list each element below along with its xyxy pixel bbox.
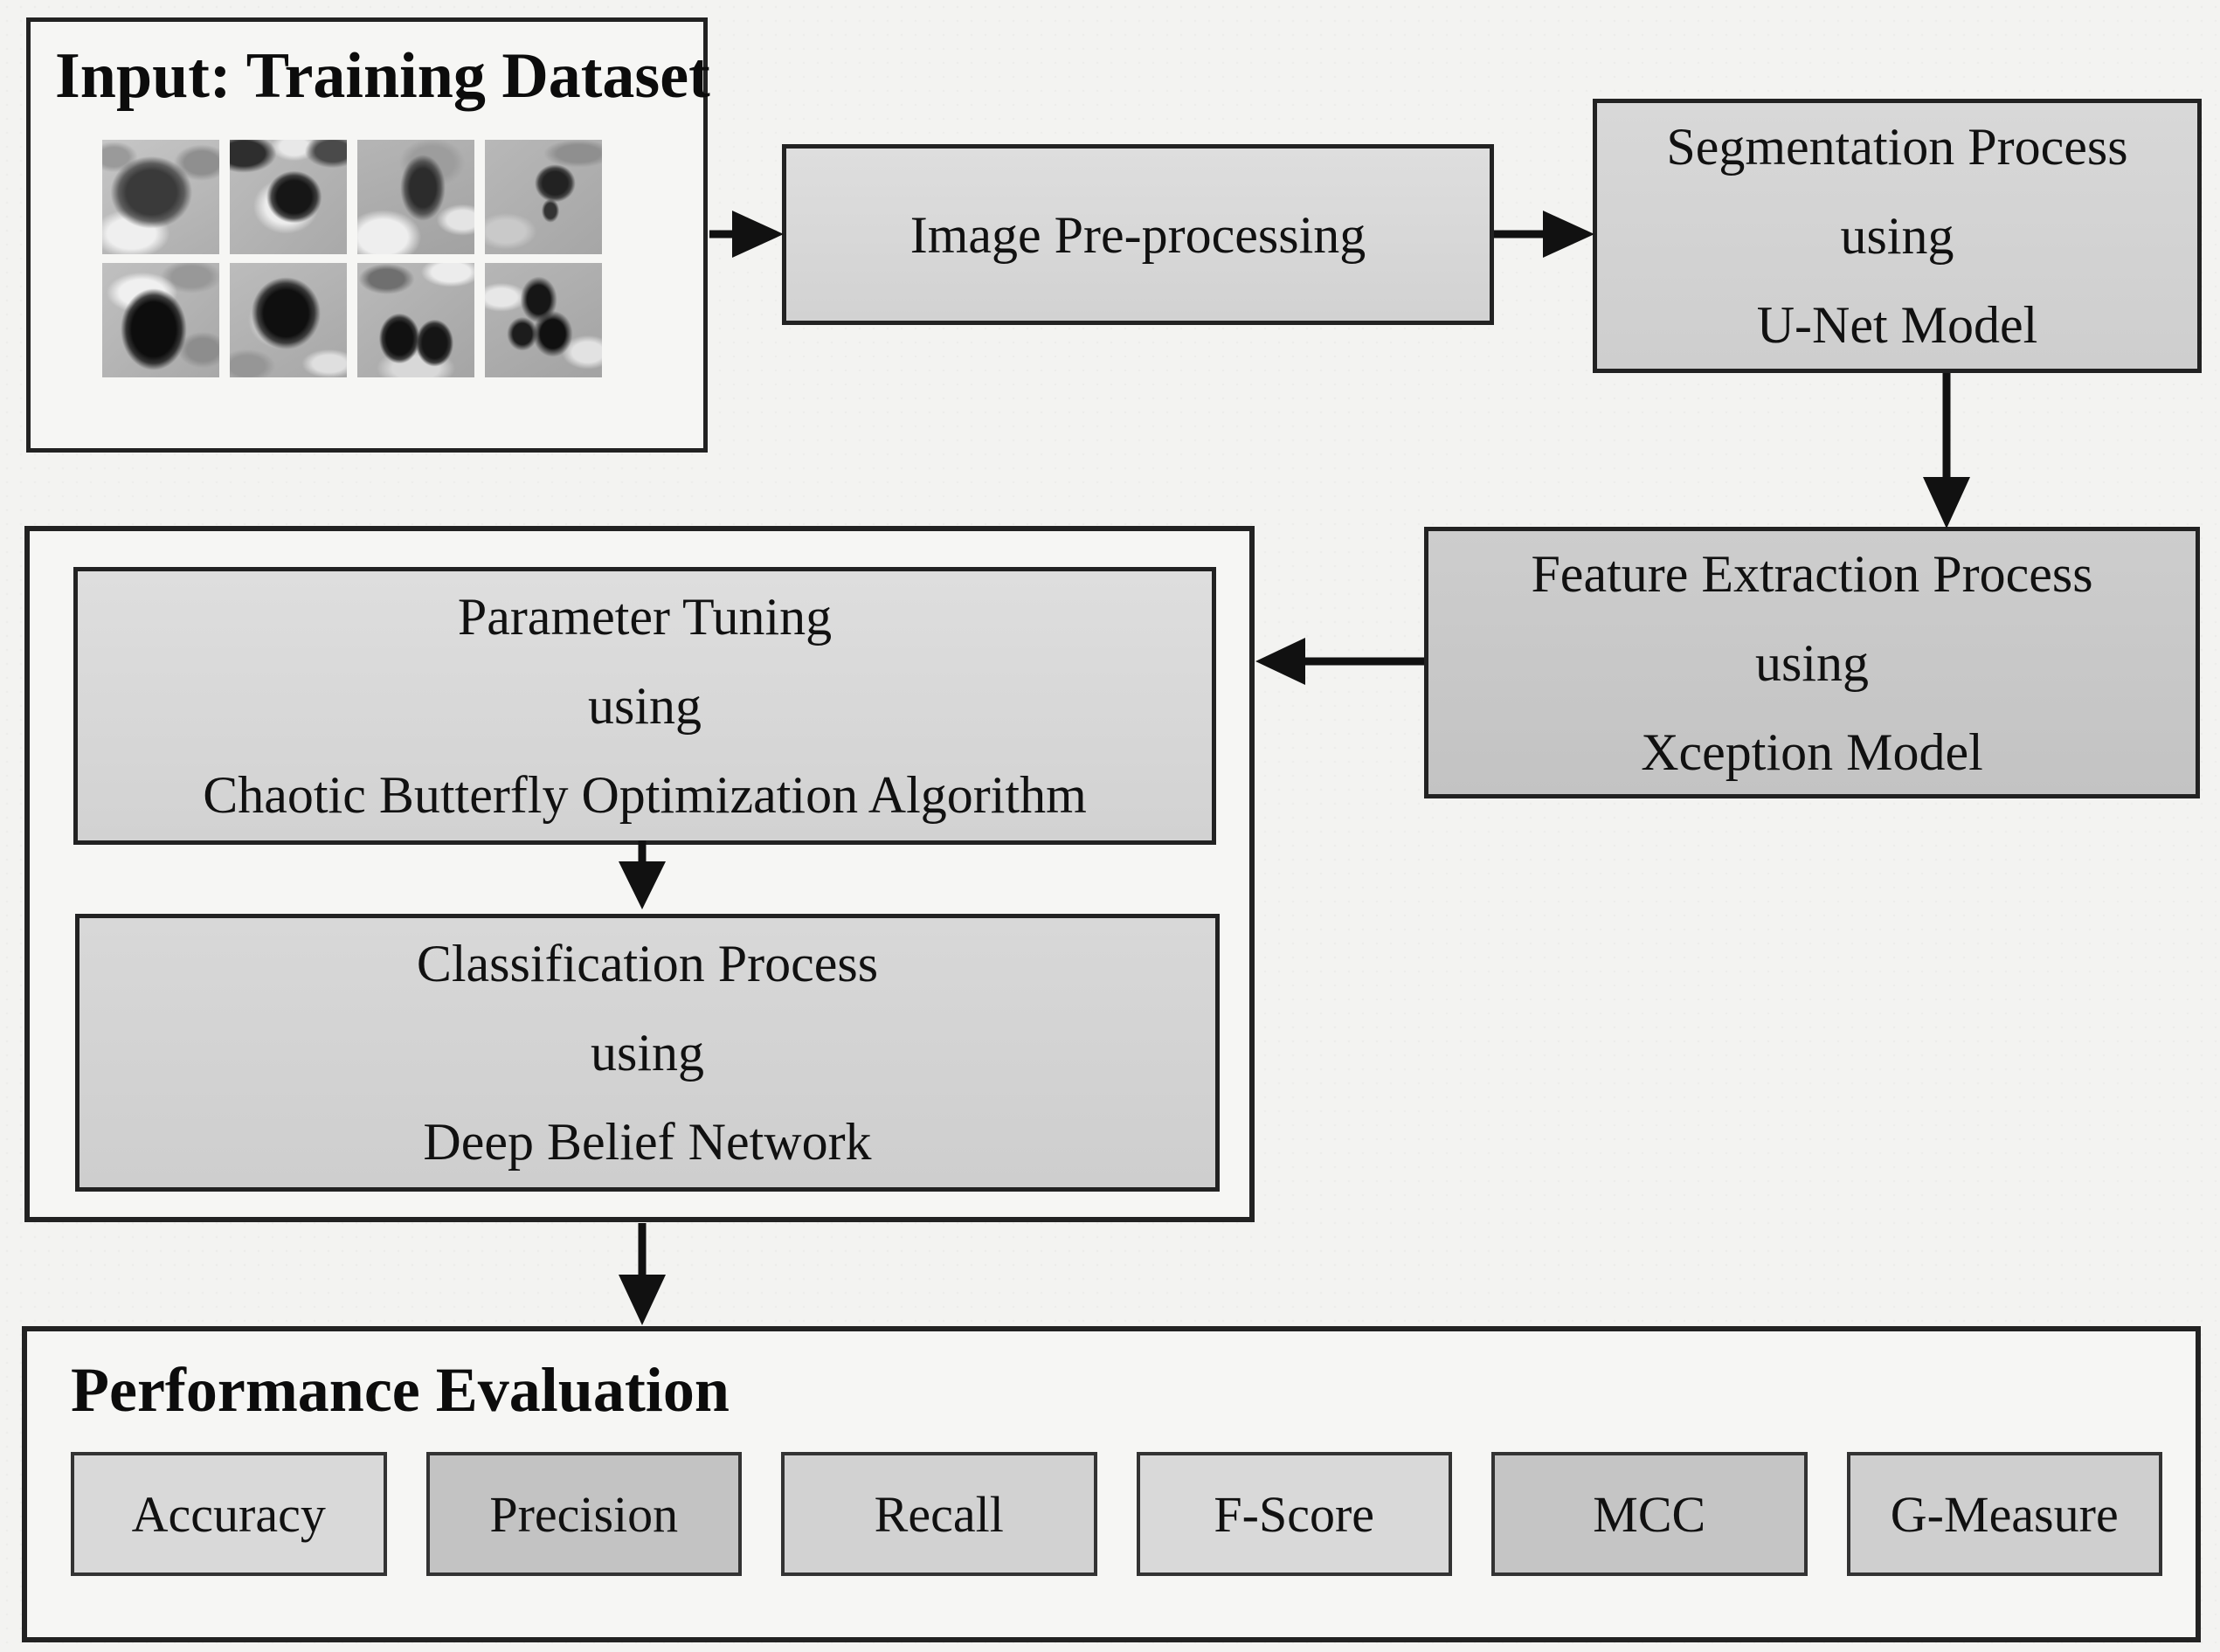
- cell-image-2: [230, 140, 347, 254]
- classification-process-box: Classification Process using Deep Belief…: [75, 914, 1220, 1192]
- image-preprocessing-label: Image Pre-processing: [909, 205, 1366, 264]
- segmentation-label-line3: U-Net Model: [1756, 296, 2038, 354]
- feature-extraction-label-line3: Xception Model: [1641, 722, 1983, 781]
- segmentation-label-line2: using: [1840, 207, 1954, 265]
- cell-image-5: [102, 263, 219, 377]
- tuning-classification-container: Parameter Tuning using Chaotic Butterfly…: [24, 526, 1255, 1222]
- parameter-tuning-label-line2: using: [587, 677, 702, 735]
- performance-evaluation-box: Performance Evaluation Accuracy Precisio…: [22, 1326, 2201, 1642]
- image-preprocessing-box: Image Pre-processing: [782, 144, 1494, 325]
- metric-recall: Recall: [781, 1452, 1097, 1576]
- performance-evaluation-title: Performance Evaluation: [71, 1355, 730, 1425]
- feature-extraction-label-line1: Feature Extraction Process: [1531, 544, 2093, 603]
- feature-extraction-box: Feature Extraction Process using Xceptio…: [1424, 527, 2200, 798]
- arrow-segmentation-to-feature: [1923, 373, 1970, 529]
- metric-row: Accuracy Precision Recall F-Score MCC G-…: [71, 1452, 2162, 1576]
- parameter-tuning-box: Parameter Tuning using Chaotic Butterfly…: [73, 567, 1216, 845]
- segmentation-label-line1: Segmentation Process: [1666, 118, 2128, 176]
- metric-mcc: MCC: [1491, 1452, 1808, 1576]
- arrow-feature-to-tuning: [1255, 638, 1424, 685]
- metric-fscore: F-Score: [1136, 1452, 1452, 1576]
- classification-label-line2: using: [590, 1024, 705, 1082]
- classification-label-line1: Classification Process: [416, 935, 879, 992]
- cell-image-6: [230, 263, 347, 377]
- parameter-tuning-label-line3: Chaotic Butterfly Optimization Algorithm: [203, 766, 1087, 824]
- arrow-classification-to-performance: [619, 1223, 666, 1325]
- cell-image-7: [357, 263, 474, 377]
- cell-image-grid: [102, 140, 602, 377]
- cell-image-8: [485, 263, 602, 377]
- cell-image-4: [485, 140, 602, 254]
- classification-label-line3: Deep Belief Network: [423, 1113, 872, 1171]
- arrow-input-to-preprocessing: [709, 211, 784, 258]
- metric-precision: Precision: [425, 1452, 742, 1576]
- cell-image-1: [102, 140, 219, 254]
- parameter-tuning-label-line1: Parameter Tuning: [457, 588, 833, 646]
- feature-extraction-label-line2: using: [1754, 633, 1870, 692]
- arrow-preprocessing-to-segmentation: [1494, 211, 1594, 258]
- cell-image-3: [357, 140, 474, 254]
- metric-gmeasure: G-Measure: [1846, 1452, 2162, 1576]
- input-box-title: Input: Training Dataset: [55, 40, 710, 112]
- input-training-dataset-box: Input: Training Dataset: [26, 17, 710, 453]
- metric-accuracy: Accuracy: [71, 1452, 387, 1576]
- segmentation-process-box: Segmentation Process using U-Net Model: [1593, 99, 2202, 373]
